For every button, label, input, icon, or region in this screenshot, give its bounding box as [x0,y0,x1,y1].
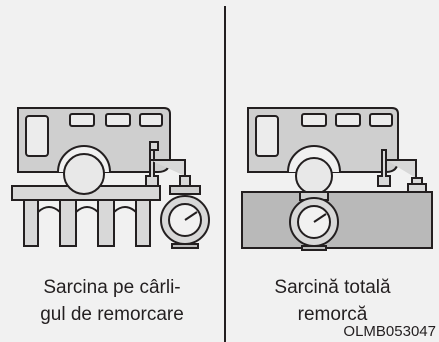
tongue-load-panel: Sarcina pe cârli- gul de remorcare [0,107,224,328]
figure-code: OLMB053047 [343,323,436,340]
caption-line-2: remorcă [297,304,368,325]
trailer-tongue [145,141,191,187]
tongue-load-caption: Sarcina pe cârli- gul de remorcare [0,274,224,328]
total-weight-caption: Sarcină totală remorcă [226,274,439,328]
total-weight-panel: Sarcină totală remorcă [226,0,439,342]
scale-icon [160,185,210,249]
tongue-load-illustration [11,107,210,249]
caption-line-1: Sarcina pe cârli- [43,277,181,298]
trailer-wheel [63,153,105,195]
total-weight-illustration [241,107,433,251]
scale-icon [289,191,339,251]
caption-line-1: Sarcină totală [274,277,391,298]
trailer-wheel [295,157,333,195]
caption-line-2: gul de remorcare [40,304,184,325]
panel-divider [224,6,226,342]
trailer-tongue [377,149,427,193]
support-stand [11,185,161,247]
